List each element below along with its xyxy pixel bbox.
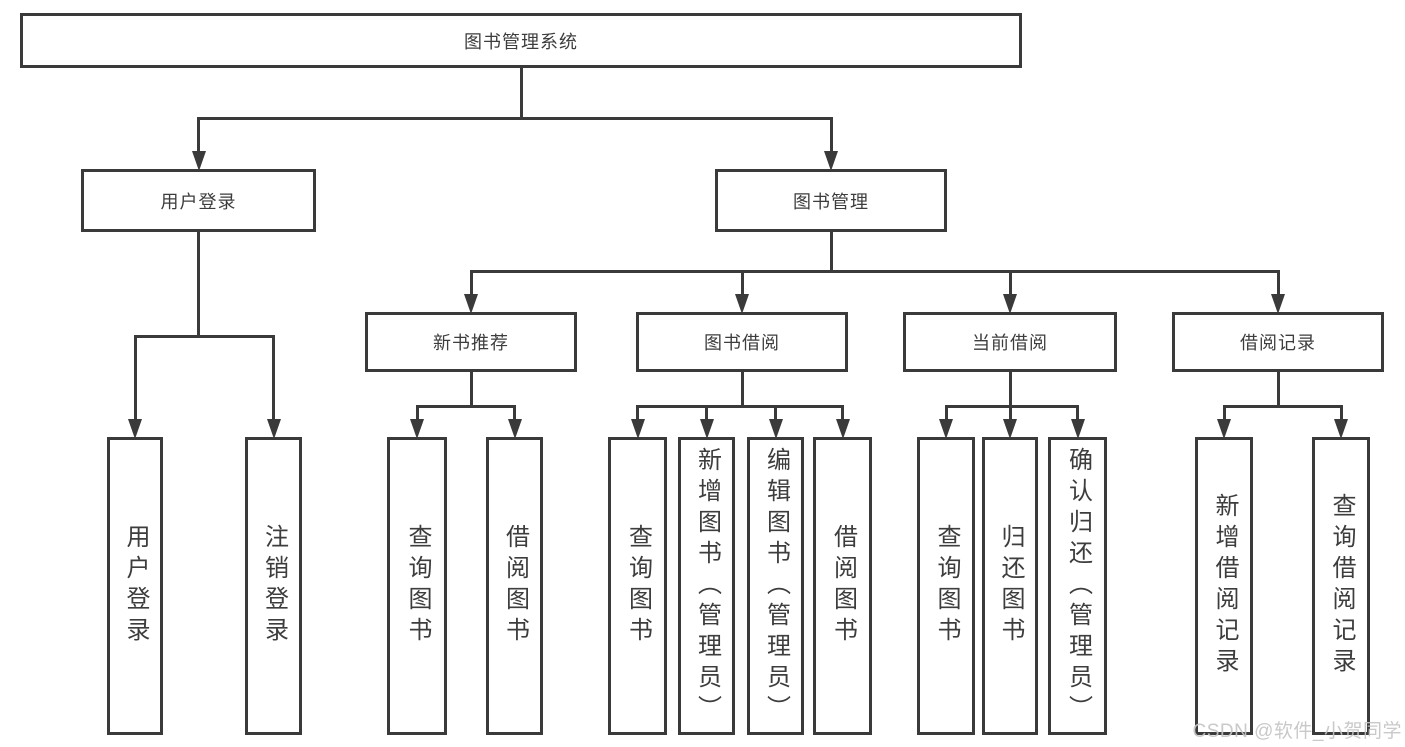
node-bb-query: 查询图书 bbox=[608, 437, 667, 735]
node-book-borrow: 图书借阅 bbox=[636, 312, 848, 372]
node-bb-edit: 编辑图书（管理员） bbox=[747, 437, 804, 735]
arrow-head bbox=[1070, 419, 1085, 439]
node-cb-return: 归还图书 bbox=[982, 437, 1038, 735]
node-rec-query: 查询图书 bbox=[387, 437, 447, 735]
connector-line bbox=[829, 118, 833, 151]
arrow-head bbox=[699, 419, 714, 439]
connector-line bbox=[636, 406, 639, 419]
node-current-borrow: 当前借阅 bbox=[903, 312, 1117, 372]
connector-line bbox=[469, 372, 473, 408]
node-borrow-records: 借阅记录 bbox=[1172, 312, 1384, 372]
node-br-query: 查询借阅记录 bbox=[1312, 437, 1370, 735]
connector-line bbox=[272, 336, 275, 419]
connector-line bbox=[1276, 271, 1280, 294]
arrow-head bbox=[1271, 294, 1285, 314]
arrow-head bbox=[1217, 419, 1231, 439]
connector-line bbox=[1222, 404, 1343, 408]
node-cb-query: 查询图书 bbox=[917, 437, 975, 735]
node-cb-confirm: 确认归还（管理员） bbox=[1048, 437, 1107, 735]
arrow-head bbox=[630, 419, 645, 439]
connector-line bbox=[197, 116, 833, 120]
connector-line bbox=[944, 406, 948, 419]
connector-line bbox=[1276, 372, 1280, 408]
arrow-head bbox=[410, 419, 424, 439]
connector-line bbox=[705, 406, 708, 419]
watermark: CSDN @软件_小贺同学 bbox=[1192, 721, 1402, 742]
connector-line bbox=[197, 232, 200, 338]
connector-line bbox=[415, 404, 516, 408]
node-root: 图书管理系统 bbox=[20, 13, 1022, 68]
arrow-head bbox=[191, 151, 206, 171]
connector-line bbox=[1339, 406, 1343, 419]
connector-line bbox=[774, 406, 777, 419]
arrow-head bbox=[1334, 419, 1348, 439]
arrow-head bbox=[835, 419, 850, 439]
arrow-head bbox=[768, 419, 783, 439]
node-book-mgmt: 图书管理 bbox=[715, 169, 947, 232]
connector-line bbox=[841, 406, 844, 419]
node-bb-borrow: 借阅图书 bbox=[813, 437, 872, 735]
connector-line bbox=[133, 334, 275, 338]
node-login: 用户登录 bbox=[107, 437, 163, 735]
connector-line bbox=[469, 269, 1280, 273]
connector-line bbox=[829, 232, 833, 273]
connector-line bbox=[1008, 271, 1012, 294]
node-user-login: 用户登录 bbox=[81, 169, 316, 232]
arrow-head bbox=[735, 294, 749, 314]
connector-line bbox=[1008, 372, 1012, 408]
node-bb-add: 新增图书（管理员） bbox=[678, 437, 735, 735]
arrow-head bbox=[128, 419, 142, 439]
connector-line bbox=[740, 271, 744, 294]
connector-line bbox=[944, 404, 1079, 408]
node-rec-borrow: 借阅图书 bbox=[486, 437, 543, 735]
arrow-head bbox=[824, 151, 838, 171]
node-br-add: 新增借阅记录 bbox=[1195, 437, 1253, 735]
arrow-head bbox=[507, 419, 522, 439]
arrow-head bbox=[464, 294, 478, 314]
connector-line bbox=[740, 372, 744, 408]
connector-line bbox=[636, 404, 844, 408]
connector-line bbox=[415, 406, 419, 419]
connector-line bbox=[1076, 406, 1079, 419]
connector-line bbox=[519, 68, 523, 120]
connector-line bbox=[197, 118, 200, 151]
arrow-head bbox=[1003, 294, 1017, 314]
connector-line bbox=[469, 271, 473, 294]
node-new-book-rec: 新书推荐 bbox=[365, 312, 577, 372]
node-logout: 注销登录 bbox=[245, 437, 302, 735]
connector-line bbox=[1008, 406, 1012, 419]
arrow-head bbox=[266, 419, 281, 439]
connector-line bbox=[1222, 406, 1226, 419]
arrow-head bbox=[1003, 419, 1017, 439]
connector-line bbox=[133, 336, 137, 419]
arrow-head bbox=[939, 419, 953, 439]
connector-line bbox=[513, 406, 516, 419]
